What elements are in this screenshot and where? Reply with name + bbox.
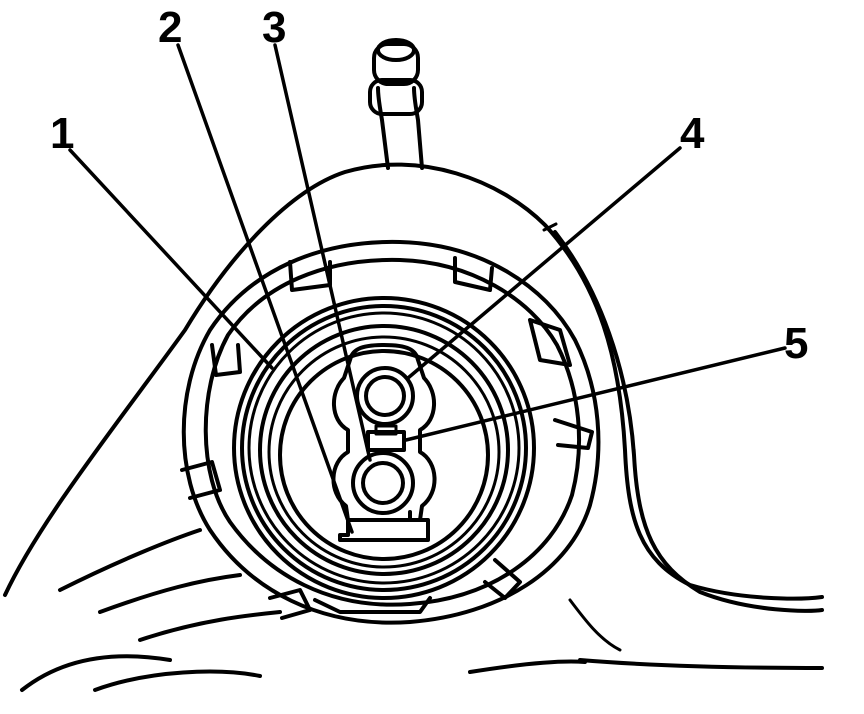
lock-ring-outer bbox=[180, 239, 601, 625]
module-flange-rings bbox=[232, 296, 536, 600]
callout-4: 4 bbox=[680, 109, 705, 158]
fuel-line-tube bbox=[368, 38, 424, 170]
electrical-connector bbox=[366, 424, 406, 452]
tank-body-outline bbox=[3, 162, 824, 692]
callout-2: 2 bbox=[158, 3, 182, 52]
callout-1: 1 bbox=[50, 109, 74, 158]
leader-line-5 bbox=[404, 346, 787, 442]
module-center-bracket bbox=[331, 343, 437, 542]
callout-3: 3 bbox=[262, 3, 286, 52]
callout-5: 5 bbox=[784, 319, 808, 368]
upper-port-fitting bbox=[355, 366, 415, 426]
leader-line-4 bbox=[406, 146, 682, 380]
lower-port-fitting bbox=[351, 451, 415, 515]
leader-line-2 bbox=[176, 43, 354, 534]
leader-line-3 bbox=[273, 43, 372, 462]
leader-lines bbox=[68, 43, 787, 534]
leader-line-1 bbox=[68, 148, 274, 370]
callout-labels: 1 2 3 4 5 bbox=[50, 3, 808, 368]
